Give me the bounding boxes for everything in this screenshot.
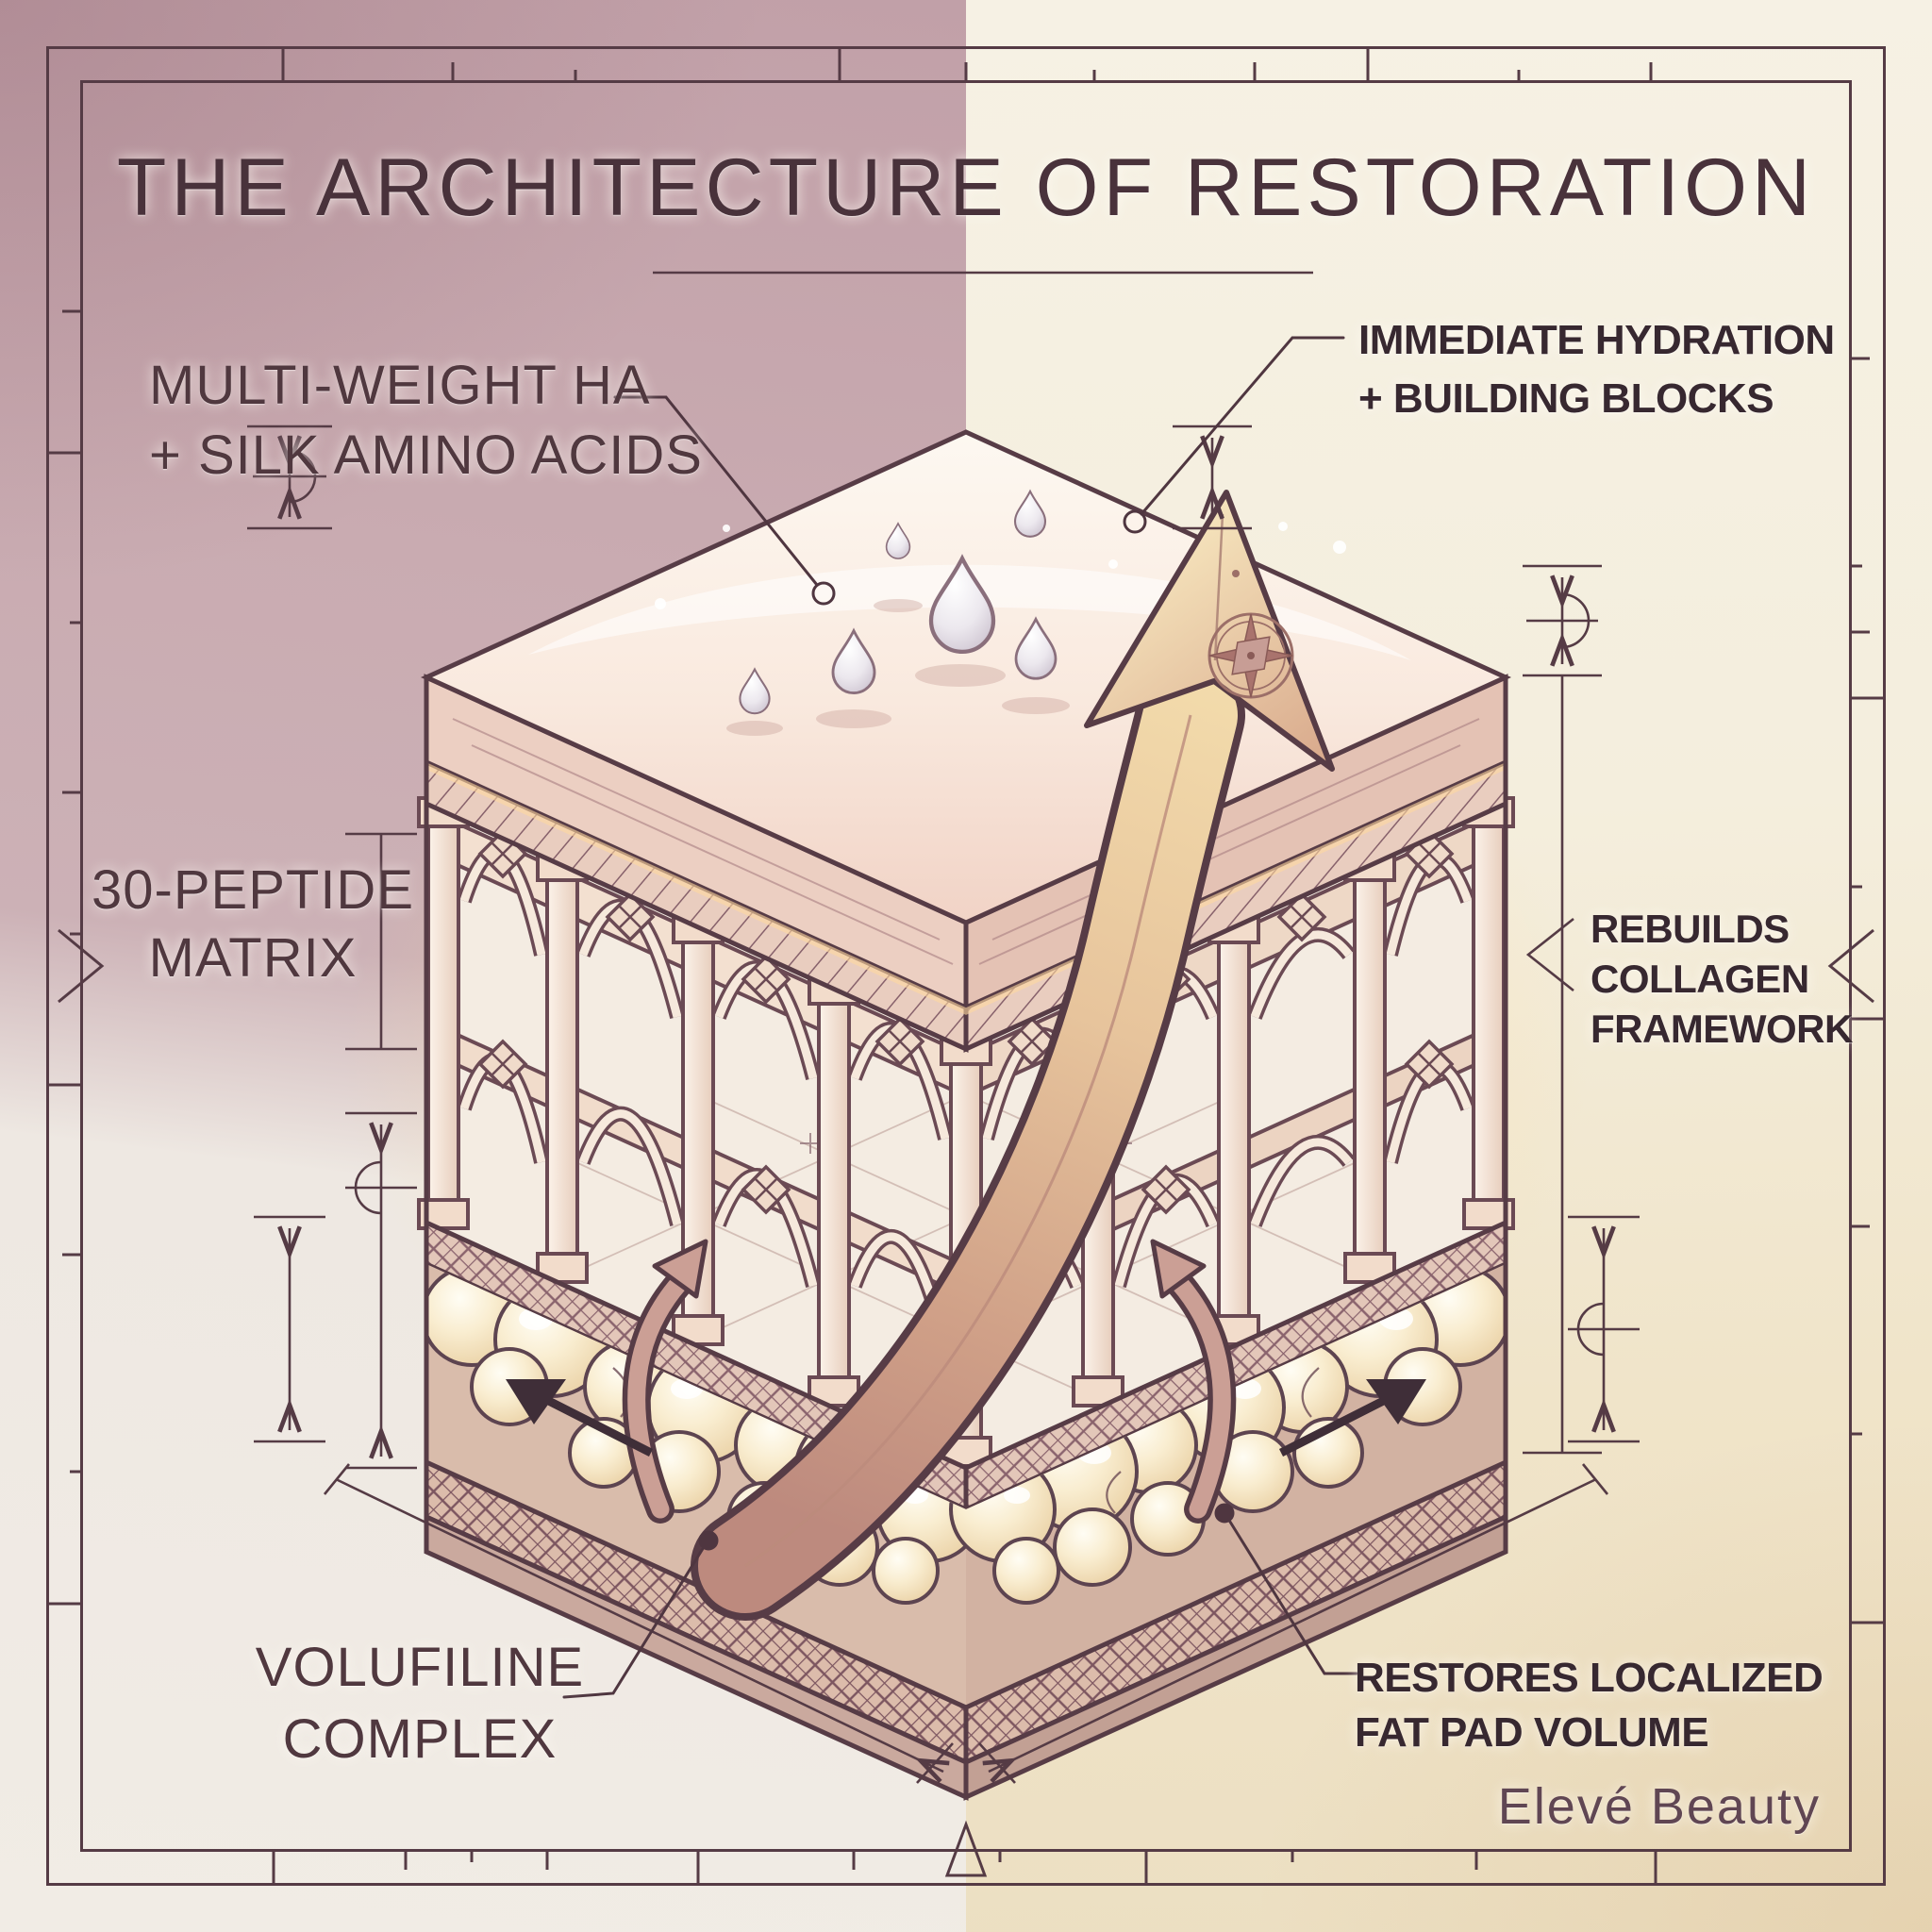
callout-rebuilds-collagen-line1: REBUILDS <box>1591 907 1790 951</box>
callout-peptide-matrix-line2: MATRIX <box>148 927 358 989</box>
frame-outer-border <box>46 46 1886 1886</box>
blueprint-frame <box>46 46 1886 1886</box>
leader-volufiline <box>562 1530 719 1699</box>
callout-volufiline: VOLUFILINE COMPLEX <box>231 1632 608 1775</box>
callout-multi-weight-line2: + SILK AMINO ACIDS <box>149 425 703 486</box>
dimension-right-upper <box>1523 564 1602 1455</box>
callout-rebuilds-collagen: REBUILDS COLLAGEN FRAMEWORK <box>1591 904 1853 1054</box>
callout-restores-fat-line2: FAT PAD VOLUME <box>1355 1709 1709 1756</box>
leader-restores-fat <box>1214 1503 1358 1675</box>
dimension-fat-left <box>254 1215 325 1443</box>
dimension-fat-right <box>1568 1215 1640 1443</box>
brand-signature: Elevé Beauty <box>1497 1778 1821 1835</box>
callout-immediate-hydration-line1: IMMEDIATE HYDRATION <box>1358 317 1835 363</box>
lateral-spread-arrow-icon <box>506 1379 1426 1457</box>
water-droplet-icon <box>739 489 1058 715</box>
skin-cross-section-illustration <box>343 429 1589 1801</box>
callout-volufiline-line1: VOLUFILINE <box>255 1637 585 1698</box>
frame-right-midpoint-arrow-icon <box>1827 928 1874 1004</box>
compass-rose-icon <box>1208 612 1294 699</box>
callout-leader-lines <box>562 336 1358 1699</box>
leader-multi-weight <box>613 395 836 606</box>
frame-bottom-triangle-marker-icon <box>944 1820 988 1877</box>
callout-restores-fat: RESTORES LOCALIZED FAT PAD VOLUME <box>1355 1651 1824 1760</box>
restoration-arrow <box>691 490 1335 1621</box>
dimension-epidermis-right <box>1173 425 1252 530</box>
leader-immediate-hydration <box>1123 336 1345 534</box>
frame-left-midpoint-arrow-icon <box>58 928 105 1004</box>
frame-inner-border <box>80 80 1852 1852</box>
dimension-base-diagonals <box>323 1463 1609 1784</box>
dimension-lines <box>247 425 1640 1784</box>
callout-immediate-hydration: IMMEDIATE HYDRATION + BUILDING BLOCKS <box>1358 311 1835 428</box>
frame-ruler-ticks <box>47 47 1885 1885</box>
cube-side-edges <box>424 677 1508 1552</box>
callout-rebuilds-collagen-line2: COLLAGEN <box>1591 957 1809 1001</box>
dimension-peptide-bracket <box>345 832 417 1051</box>
callout-immediate-hydration-line2: + BUILDING BLOCKS <box>1358 375 1774 422</box>
dimension-epidermis-left <box>247 425 332 530</box>
hydration-droplets <box>726 489 1070 736</box>
dimension-dermis-left <box>345 1111 417 1470</box>
rebuilds-pointer-arrow-icon <box>1525 917 1574 992</box>
callout-multi-weight: MULTI-WEIGHT HA + SILK AMINO ACIDS <box>149 351 703 491</box>
callout-peptide-matrix-line1: 30-PEPTIDE <box>92 859 414 921</box>
callout-peptide-matrix: 30-PEPTIDE MATRIX <box>64 857 441 992</box>
page-title: THE ARCHITECTURE OF RESTORATION <box>116 142 1816 233</box>
callout-multi-weight-line1: MULTI-WEIGHT HA <box>149 355 651 416</box>
callout-rebuilds-collagen-line3: FRAMEWORK <box>1591 1007 1853 1051</box>
callout-volufiline-line2: COMPLEX <box>282 1708 558 1770</box>
callout-restores-fat-line1: RESTORES LOCALIZED <box>1355 1655 1824 1701</box>
volume-lift-arrow-icon <box>622 1239 1237 1524</box>
